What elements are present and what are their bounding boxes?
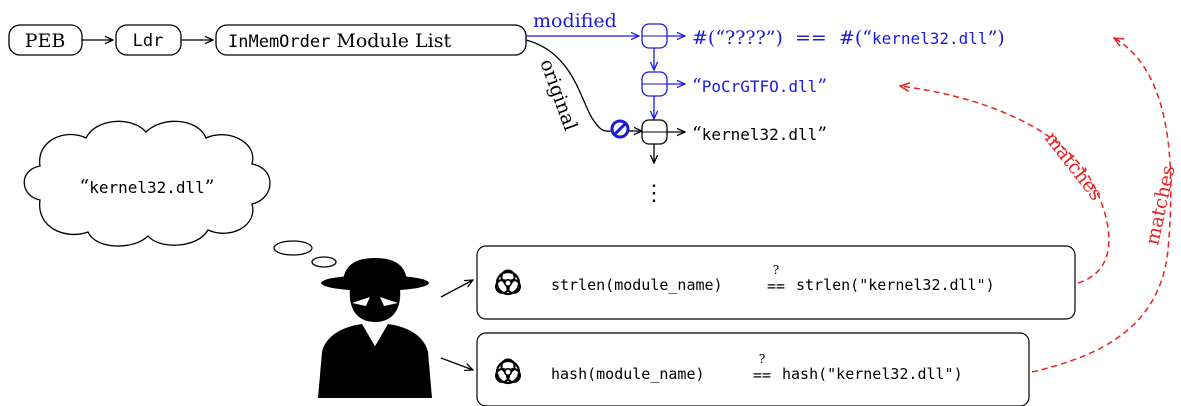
ldr-label: Ldr xyxy=(133,31,164,51)
matches-label-1: matches xyxy=(1040,128,1107,205)
fake-suffix: ”) xyxy=(988,27,1005,49)
thought-cloud: “kernel32.dll” xyxy=(23,120,337,268)
modified-label: modified xyxy=(533,10,617,32)
peb-label: PEB xyxy=(25,30,66,52)
matches-label-2: matches xyxy=(1141,163,1179,247)
spy-icon xyxy=(318,258,432,398)
thought-open: “ xyxy=(79,176,89,198)
strlen-check-box: strlen(module_name) ? == strlen("kernel3… xyxy=(476,245,1076,320)
fake-dll: kernel32.dll xyxy=(872,29,988,48)
thought-bubble-large xyxy=(273,240,313,256)
match-arrow-hash xyxy=(1031,38,1172,373)
list-node-fake xyxy=(641,23,668,49)
fake-entry-label: #(“????”) == #(“kernel32.dll”) xyxy=(692,27,1005,49)
peb-node: PEB xyxy=(8,24,83,56)
match-arrow-strlen xyxy=(900,86,1110,284)
k32-close: ” xyxy=(817,123,827,145)
fake-prefix: #(“????”) == #(“ xyxy=(692,27,872,49)
strlen-left: strlen(module_name) xyxy=(551,276,723,294)
hash-equals: == xyxy=(753,366,771,384)
module-list-node: InMemOrder Module List xyxy=(215,24,527,56)
k32-open: “ xyxy=(692,123,702,145)
strlen-question: ? xyxy=(773,263,779,277)
thought-text: “kernel32.dll” xyxy=(79,176,214,198)
module-list-label: InMemOrder Module List xyxy=(228,30,451,52)
list-node-kernel32 xyxy=(641,119,668,145)
strlen-right: strlen("kernel32.dll") xyxy=(796,276,995,294)
pocr-open: “ xyxy=(692,75,702,97)
hash-right: hash("kernel32.dll") xyxy=(782,365,963,383)
thought-close: ” xyxy=(205,176,215,198)
list-rest: Module List xyxy=(330,30,451,52)
original-curve xyxy=(525,39,613,132)
arrow-spy-strlen xyxy=(440,280,473,298)
ldr-node: Ldr xyxy=(115,24,182,56)
hash-check-box: hash(module_name) ? == hash("kernel32.dl… xyxy=(476,332,1030,406)
thought-bubble-small xyxy=(311,256,337,268)
original-label: original xyxy=(535,56,581,134)
thought-dll: kernel32.dll xyxy=(89,178,205,197)
prohibited-icon xyxy=(610,119,630,139)
kernel32-entry-label: “kernel32.dll” xyxy=(692,123,827,145)
list-mono: InMemOrder xyxy=(228,32,330,52)
list-node-pocrgtfo xyxy=(641,71,668,97)
arrow-spy-hash xyxy=(440,357,473,370)
list-ellipsis: ⋮ xyxy=(643,181,665,206)
pocrgtfo-entry-label: “PoCrGTFO.dll” xyxy=(692,75,827,97)
hash-left: hash(module_name) xyxy=(551,365,705,383)
hash-question: ? xyxy=(759,352,765,366)
pocr-dll: PoCrGTFO.dll xyxy=(702,77,818,96)
pocr-close: ” xyxy=(817,75,827,97)
k32-dll: kernel32.dll xyxy=(702,125,818,144)
strlen-equals: == xyxy=(767,277,785,295)
